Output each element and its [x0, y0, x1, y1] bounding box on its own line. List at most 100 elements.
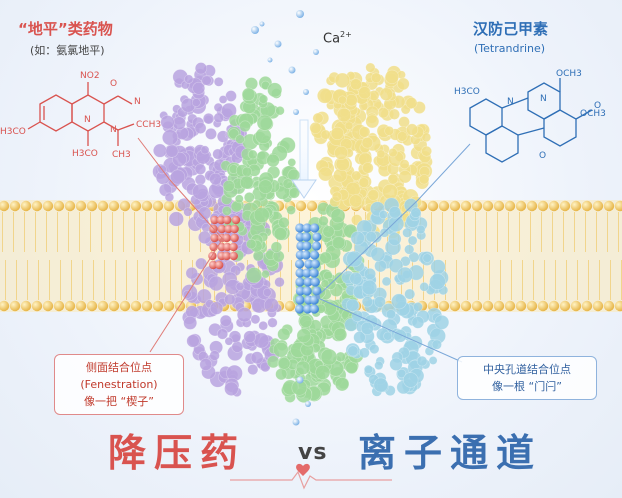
protein-bead — [315, 364, 331, 380]
protein-bead — [387, 232, 402, 246]
ion-bubble — [259, 21, 265, 27]
protein-bead — [418, 174, 430, 185]
lipid-head — [97, 200, 109, 212]
lipid-head — [482, 200, 494, 212]
protein-bead — [168, 211, 184, 227]
protein-bead — [192, 183, 209, 200]
lipid-head — [471, 300, 483, 312]
calcium-symbol: Ca — [323, 31, 341, 47]
protein-bead — [253, 207, 270, 224]
protein-bead — [199, 358, 213, 371]
drug-bead-red — [209, 260, 218, 270]
calcium-charge: 2+ — [340, 30, 352, 39]
protein-bead — [270, 241, 283, 253]
protein-bead — [411, 316, 425, 329]
protein-bead — [282, 178, 293, 189]
protein-bead — [239, 175, 254, 190]
drug-bead-blue — [302, 241, 312, 251]
protein-bead — [236, 307, 253, 323]
protein-bead — [412, 301, 423, 312]
ion-bubble — [296, 376, 304, 384]
protein-bead — [397, 266, 414, 284]
drug-bead-blue — [303, 304, 313, 314]
lipid-head — [592, 200, 604, 212]
lipid-head — [141, 200, 153, 212]
protein-bead — [374, 360, 384, 371]
protein-bead — [243, 191, 255, 203]
protein-bead — [213, 76, 224, 87]
lipid-head — [581, 300, 593, 312]
dihydropyridine-labels: NO2 O N H3CO N CCH3 H3CO N CH3 — [0, 71, 161, 160]
protein-bead — [273, 227, 288, 241]
svg-text:OCH3: OCH3 — [556, 69, 582, 79]
protein-bead — [272, 341, 289, 358]
lipid-head — [64, 200, 76, 212]
svg-text:H3CO: H3CO — [0, 127, 26, 137]
lipid-head — [306, 200, 318, 212]
protein-bead — [397, 368, 407, 379]
protein-bead — [253, 332, 270, 349]
lipid-head — [603, 300, 615, 312]
protein-bead — [202, 112, 215, 125]
protein-bead — [373, 377, 389, 393]
protein-bead — [185, 267, 199, 280]
lipid-head — [438, 200, 450, 212]
lipid-head — [75, 200, 87, 212]
drug-bead-red — [230, 233, 239, 243]
lipid-head — [53, 300, 65, 312]
drug-bead-blue — [301, 232, 312, 242]
protein-bead — [361, 136, 374, 149]
side-site-title: 侧面结合位点 — [86, 361, 152, 374]
lipid-head — [471, 200, 483, 212]
protein-bead — [397, 131, 408, 142]
lipid-head — [108, 200, 120, 212]
protein-bead — [183, 315, 198, 330]
protein-bead — [278, 216, 290, 229]
drug-bead-red — [210, 215, 219, 225]
lipid-head — [526, 300, 538, 312]
protein-bead — [419, 281, 430, 292]
protein-bead — [235, 134, 245, 144]
protein-bead — [383, 331, 393, 341]
protein-bead — [250, 314, 261, 325]
protein-bead — [363, 267, 376, 280]
drug-bead-red — [209, 242, 218, 252]
protein-bead — [344, 121, 354, 131]
protein-bead — [391, 293, 407, 310]
lipid-head — [515, 300, 527, 312]
protein-bead — [428, 356, 438, 365]
protein-bead — [222, 180, 235, 193]
drug-bead-red — [223, 242, 232, 252]
protein-bead — [318, 215, 329, 227]
protein-bead — [333, 168, 348, 183]
protein-bead — [194, 174, 206, 186]
ion-bubble — [303, 89, 309, 95]
central-site-title: 中央孔道结合位点 — [483, 363, 571, 376]
protein-bead — [429, 273, 446, 290]
protein-bead — [388, 206, 402, 219]
lipid-head — [515, 200, 527, 212]
lipid-head — [482, 300, 494, 312]
protein-bead — [275, 368, 288, 381]
protein-bead — [197, 206, 212, 220]
protein-bead — [334, 145, 349, 160]
drug-bead-blue — [311, 241, 322, 251]
protein-bead — [403, 372, 419, 388]
protein-bead — [258, 94, 269, 104]
drug-bead-blue — [310, 259, 320, 269]
right-drug-subtitle: (Tetrandrine) — [474, 42, 546, 55]
protein-bead — [385, 309, 396, 320]
lipid-head — [449, 200, 461, 212]
protein-bead — [353, 331, 366, 344]
lipid-head — [0, 300, 10, 312]
lipid-head — [119, 300, 131, 312]
protein-bead — [379, 87, 393, 101]
bottom-title-left: 降压药 — [108, 431, 247, 475]
lipid-head — [152, 300, 164, 312]
ion-bubble — [296, 10, 304, 18]
svg-text:N: N — [540, 94, 547, 104]
protein-bead — [274, 276, 285, 288]
lipid-head — [504, 300, 516, 312]
protein-bead — [346, 250, 363, 268]
